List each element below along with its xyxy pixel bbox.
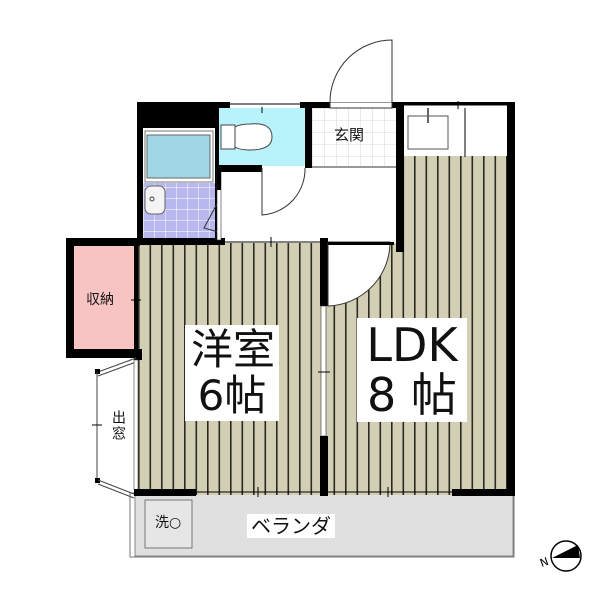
western-room-size: 6帖 [197,371,267,420]
toilet-fixture [234,123,273,151]
western-room-name: 洋室 [191,325,276,374]
compass-icon: N [538,540,582,572]
washer-space-label: 洗○ [155,515,182,531]
ldk-name: LDK [366,318,458,372]
entrance-floor [312,108,402,166]
ldk-size: 8 帖 [367,368,457,422]
entrance-door [329,39,393,103]
washbasin [144,185,166,215]
ldk-label: LDK 8 帖 [357,318,467,422]
western-room-label: 洋室 6帖 [185,325,279,421]
entrance-label: 玄関 [334,126,365,144]
storage-area [70,240,138,352]
ldk-door [327,241,391,307]
storage-label: 収納 [86,292,114,308]
bay-window-label: 出窓 [110,410,126,442]
toilet-door [261,167,306,216]
bathtub [146,134,211,179]
svg-text:N: N [538,555,550,570]
veranda-label: ベランダ [247,514,335,538]
